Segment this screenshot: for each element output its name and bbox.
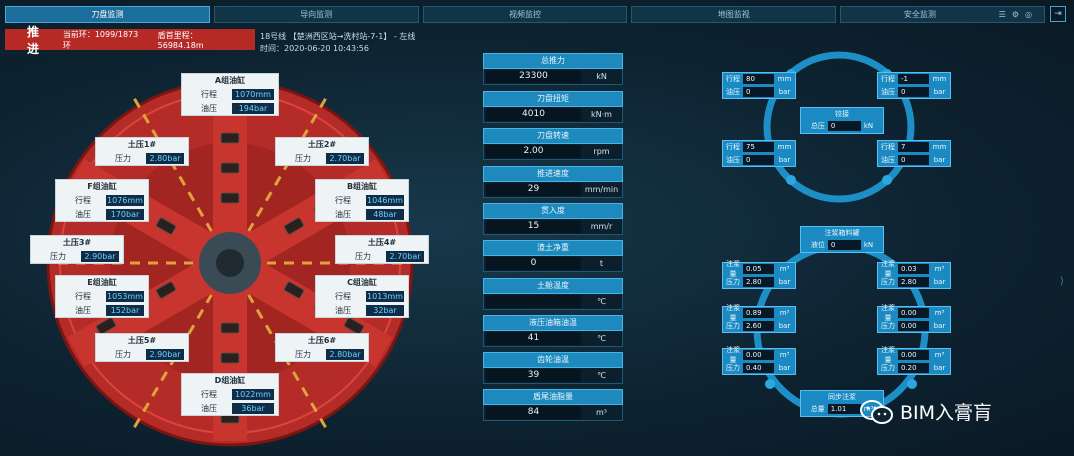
menu-icon[interactable]: ☰ (998, 10, 1012, 19)
watermark-text: BIM入膏肓 (900, 402, 993, 424)
time-label: 时间：2020-06-20 10:43:56 (260, 44, 369, 53)
mileage-label: 盾首里程：56984.18m (157, 30, 204, 50)
wechat-icon (860, 399, 893, 424)
pressure-value: 36bar (232, 402, 274, 414)
metric-hydraulic-oil-temp: 液压油箱油温 41℃ (483, 315, 623, 347)
gear-icon[interactable]: ⚙ (1011, 10, 1025, 19)
mode-label: 推进 (27, 24, 41, 56)
stroke-value: 1022mm (232, 388, 274, 400)
tab-safety[interactable]: 安全监测 ☰⚙◎ (840, 6, 1045, 23)
line-info: 18号线 【楚洲西区站→洗村站-7-1】 - 左线 时间：2020-06-20 … (260, 31, 415, 55)
exit-icon[interactable]: ⇥ (1050, 6, 1066, 22)
ring-label: 当前环：1099/1873环 (62, 29, 139, 50)
stroke-value: 1053mm (106, 290, 144, 302)
pressure-value: 170bar (106, 208, 144, 220)
pressure-value: 152bar (106, 304, 144, 316)
watermark: BIM入膏肓 (860, 398, 992, 425)
mode-banner: 推进 当前环：1099/1873环 盾首里程：56984.18m (5, 25, 255, 56)
top-nav: 刀盘监测 导向监测 视频监控 地图监视 安全监测 ☰⚙◎ (5, 6, 1045, 23)
tab-cutterhead[interactable]: 刀盘监测 (5, 6, 210, 23)
stroke-value: 1070mm (232, 88, 274, 100)
line-name: 18号线 【楚洲西区站→洗村站-7-1】 - 左线 (260, 32, 416, 41)
pressure-value: 48bar (366, 208, 404, 220)
pressure-value: 194bar (232, 102, 274, 114)
tab-guidance[interactable]: 导向监测 (213, 6, 419, 23)
stroke-value: 1076mm (106, 194, 144, 206)
target-icon[interactable]: ◎ (1025, 10, 1038, 19)
metric-chamber-temp: 土舱温度 ℃ (483, 278, 623, 310)
tab-map[interactable]: 地图监视 (631, 6, 837, 23)
collapse-arrow-icon[interactable]: ⟩ (1060, 276, 1064, 287)
stroke-value: 1046mm (366, 194, 404, 206)
pressure-value: 32bar (366, 304, 404, 316)
tab-video[interactable]: 视频监控 (422, 6, 628, 23)
metric-gear-oil-temp: 齿轮油温 39℃ (483, 352, 623, 384)
stroke-value: 1013mm (366, 290, 404, 302)
